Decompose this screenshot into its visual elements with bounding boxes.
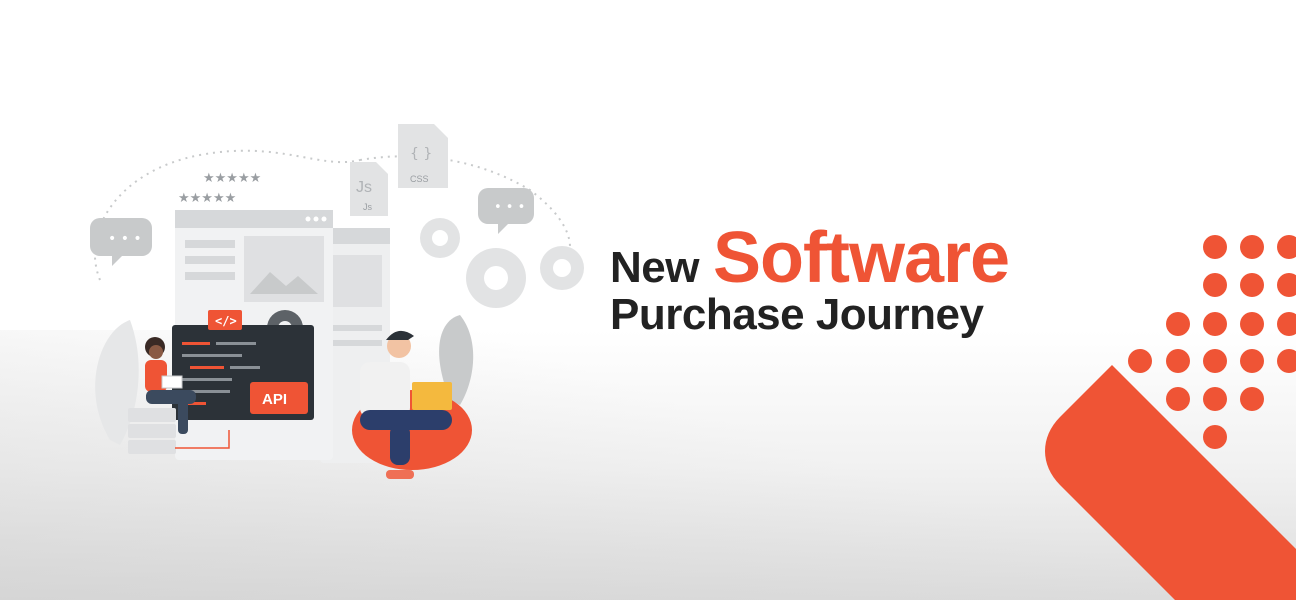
css-file-icon: { } CSS [398, 124, 448, 188]
svg-text:{ }: { } [410, 146, 432, 162]
code-icon: </> [208, 310, 242, 330]
gear-icon [420, 218, 584, 308]
diagonal-band [1045, 365, 1296, 600]
svg-text:• • •: • • • [494, 200, 525, 215]
headline-word-new: New [610, 243, 699, 292]
headline-word-software: Software [712, 218, 1010, 298]
svg-text:</>: </> [215, 314, 237, 328]
software-illustration: ★★★★★ ★★★★★ • • • • • • Js Js { } CSS [90, 124, 584, 479]
svg-text:• • •: • • • [108, 231, 142, 247]
image-icon [244, 236, 324, 302]
svg-text:API: API [262, 391, 287, 408]
svg-text:CSS: CSS [410, 174, 429, 184]
headline: New Software Purchase Journey [610, 222, 1090, 340]
plant-leaf [95, 320, 139, 445]
man-figure [352, 330, 472, 479]
decorative-shape [1045, 235, 1296, 600]
headline-line-2: Purchase Journey [610, 290, 984, 339]
woman-figure [145, 337, 196, 434]
dot-grid [1128, 235, 1296, 449]
api-badge: API [250, 382, 308, 414]
js-file-icon: Js Js [350, 162, 388, 216]
star-rating-icon: ★★★★★ [203, 171, 261, 186]
chat-bubble-icon: • • • [478, 188, 534, 234]
server-icon [128, 408, 176, 454]
star-rating-icon: ★★★★★ [178, 191, 236, 206]
chat-bubble-icon: • • • [90, 218, 152, 266]
svg-text:Js: Js [356, 179, 372, 196]
headline-line-1: New Software [610, 222, 1090, 294]
svg-text:Js: Js [363, 202, 373, 212]
